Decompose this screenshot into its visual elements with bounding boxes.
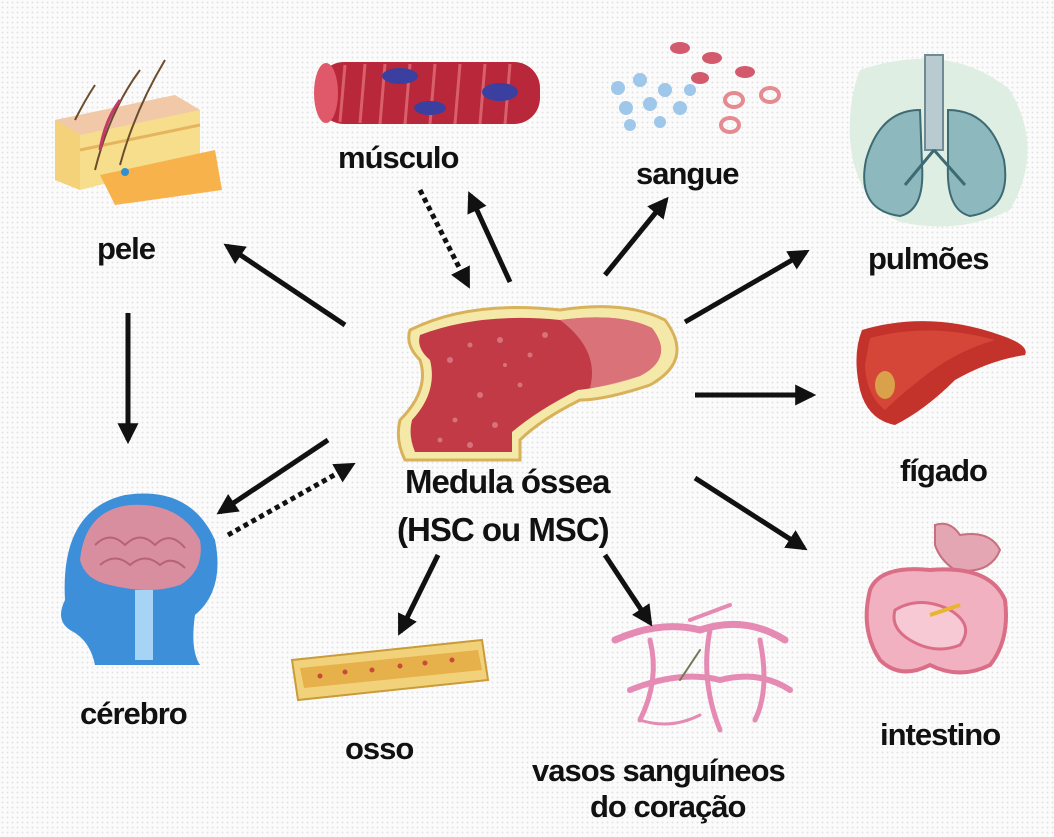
arrow-to-vasos bbox=[605, 555, 650, 623]
label-sangue: sangue bbox=[636, 155, 739, 193]
arrow-from-musculo-dotted bbox=[420, 190, 468, 285]
label-vasos-line1: vasos sanguíneos bbox=[532, 752, 785, 790]
label-vasos-line2: do coração bbox=[590, 788, 745, 826]
muscle-illustration bbox=[314, 62, 540, 124]
label-musculo: músculo bbox=[338, 139, 458, 177]
label-intestino: intestino bbox=[880, 716, 1000, 754]
label-pulmoes: pulmões bbox=[868, 240, 988, 278]
brain-head-illustration bbox=[61, 493, 218, 665]
intestine-illustration bbox=[867, 524, 1006, 673]
label-medula-line1: Medula óssea bbox=[405, 462, 609, 502]
arrow-to-pele bbox=[227, 246, 345, 325]
liver-illustration bbox=[856, 321, 1025, 425]
arrow-to-cerebro bbox=[220, 440, 328, 512]
arrow-to-sangue bbox=[605, 200, 666, 275]
label-figado: fígado bbox=[900, 452, 987, 490]
bone-illustration bbox=[292, 640, 488, 700]
blood-vessels-illustration bbox=[615, 605, 790, 730]
arrow-to-intestino bbox=[695, 478, 804, 548]
skin-illustration bbox=[55, 60, 222, 205]
label-pele: pele bbox=[97, 230, 155, 268]
arrow-to-osso bbox=[400, 555, 438, 632]
arrow-to-pulmoes bbox=[685, 252, 806, 322]
label-osso: osso bbox=[345, 730, 413, 768]
arrow-from-cerebro-dotted bbox=[228, 465, 352, 535]
label-cerebro: cérebro bbox=[80, 695, 187, 733]
blood-cells-illustration bbox=[611, 42, 779, 132]
label-medula-line2: (HSC ou MSC) bbox=[397, 510, 609, 550]
bone-marrow-illustration bbox=[398, 307, 677, 460]
arrow-to-musculo bbox=[470, 195, 510, 282]
lungs-illustration bbox=[850, 55, 1028, 226]
